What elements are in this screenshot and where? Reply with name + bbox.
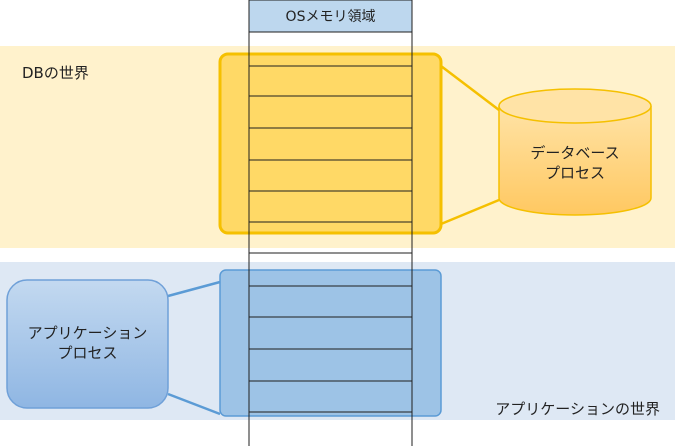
os-memory-label: OSメモリ領域 [286,8,376,25]
db-process-label-line1: データベース [530,144,619,162]
db-process-label-line2: プロセス [545,164,605,182]
database-cylinder-icon [498,88,652,216]
db-connector-lines [440,65,500,226]
memory-column-edges [248,32,413,446]
db-memory-region [218,52,443,235]
app-world-label: アプリケーションの世界 [495,400,660,418]
os-memory-header [248,0,413,33]
app-process-label-line2: プロセス [57,344,117,362]
application-process-box [6,279,169,409]
memory-row-lines [249,65,412,413]
app-memory-region [219,269,442,417]
db-world-label: DBの世界 [22,64,89,82]
app-connector-lines [167,280,221,416]
app-process-label-line1: アプリケーション [28,324,148,342]
